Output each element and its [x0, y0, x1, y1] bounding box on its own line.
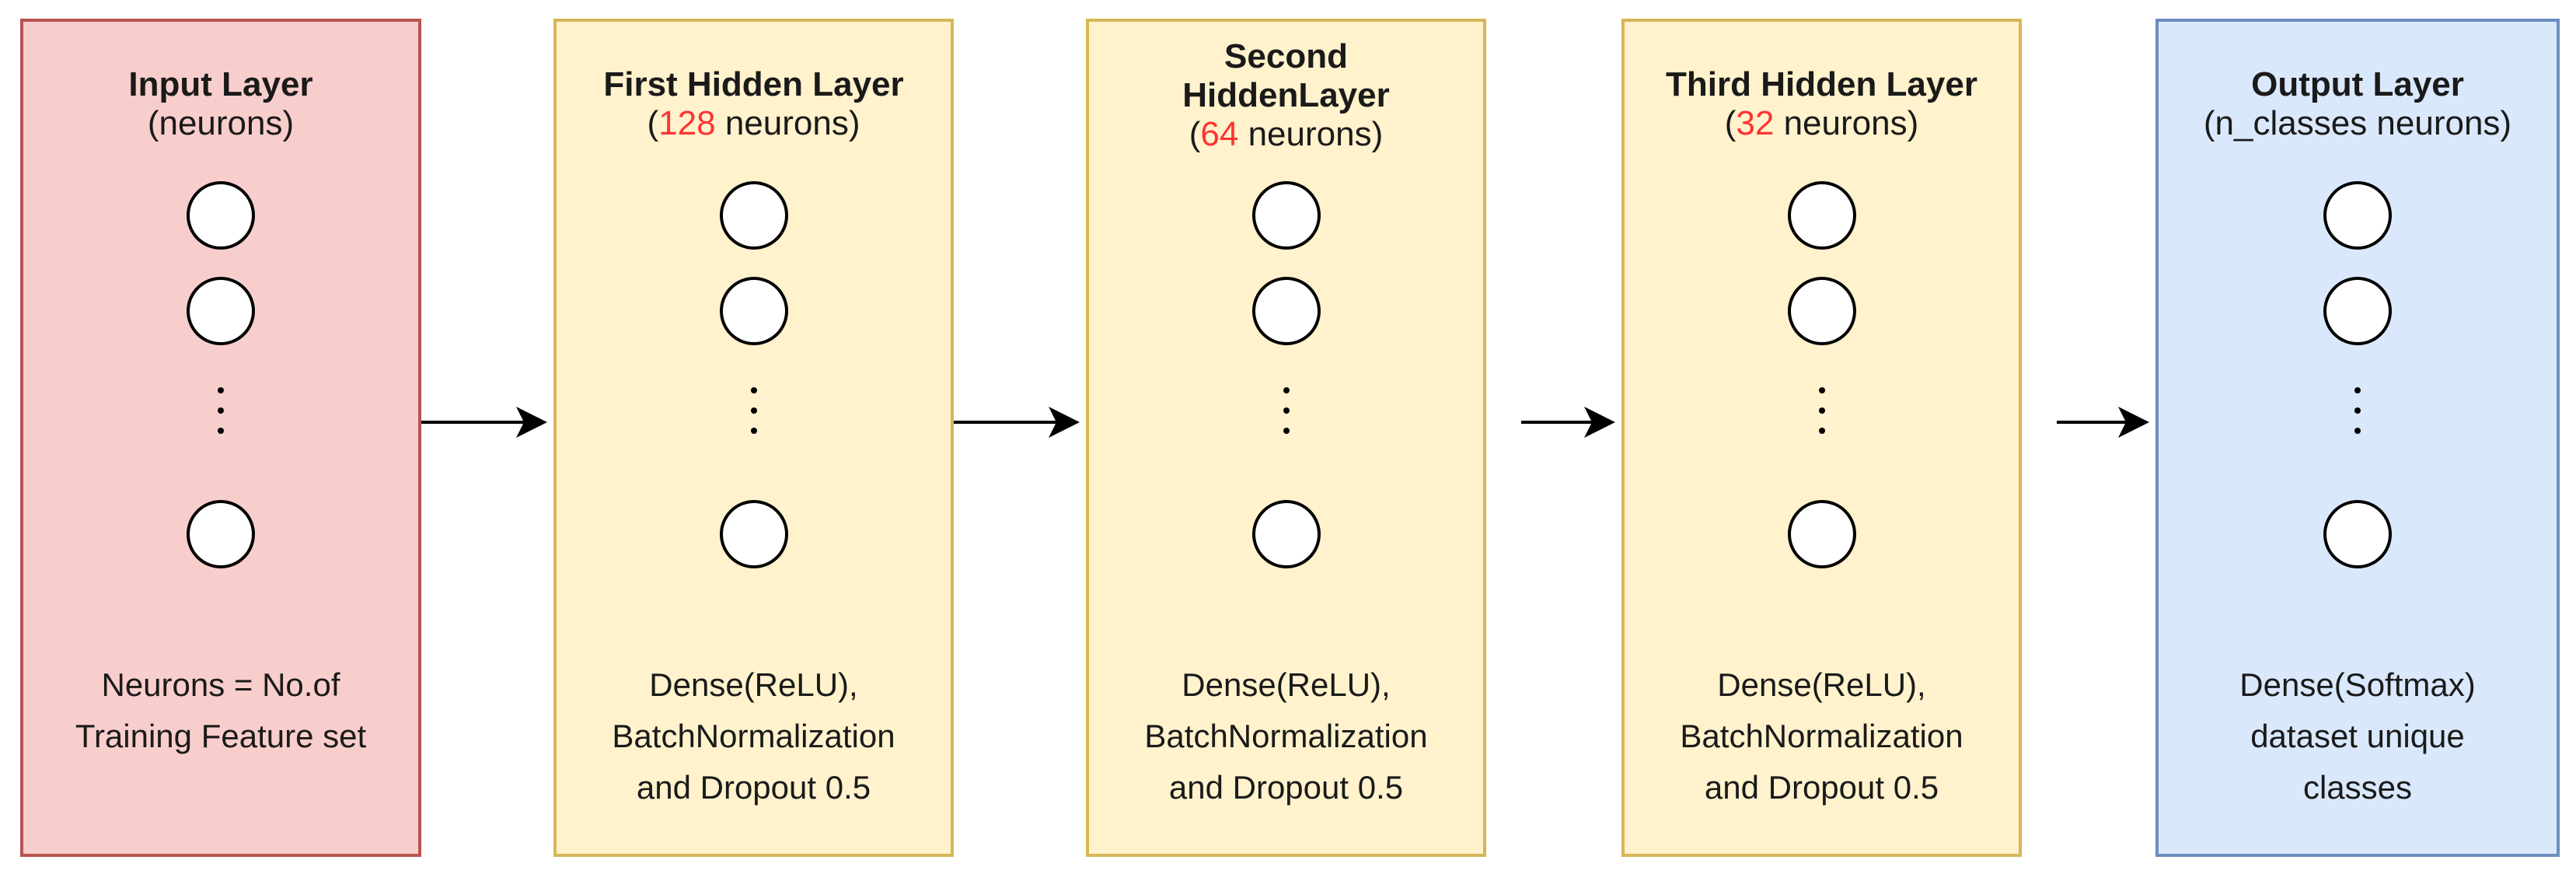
first-hidden-layer-heading: First Hidden Layer (128 neurons): [557, 65, 951, 143]
input-layer-neurons-text: neurons): [159, 104, 295, 142]
third-hidden-desc-line-2: BatchNormalization: [1680, 718, 1963, 754]
second-hidden-desc-line-2: BatchNormalization: [1144, 718, 1428, 754]
input-neuron-1: [187, 181, 255, 250]
output-layer-box: Output Layer (n_classes neurons) Dense(S…: [2155, 19, 2560, 857]
first-hidden-neurons-text: neurons): [715, 104, 860, 142]
input-layer-description: Neurons = No.of Training Feature set: [23, 659, 418, 762]
second-hidden-neuron-n: [1251, 500, 1321, 568]
third-hidden-layer-heading: Third Hidden Layer (32 neurons): [1625, 65, 2019, 143]
second-hidden-layer-title-line-1: Second: [1224, 37, 1348, 75]
output-neuron-1: [2323, 181, 2392, 250]
output-layer-neurons: (n_classes neurons): [2159, 104, 2557, 143]
input-layer-box: Input Layer (neurons) Neurons = No.of Tr…: [20, 19, 421, 857]
first-hidden-neuron-n: [719, 500, 788, 568]
second-hidden-layer-title-line-2: HiddenLayer: [1182, 76, 1390, 114]
output-neurons-open: (: [2203, 104, 2215, 142]
second-hidden-layer-heading: Second HiddenLayer (64 neurons): [1089, 37, 1483, 154]
first-hidden-ellipsis: [750, 387, 758, 448]
output-desc-line-3: classes: [2302, 769, 2413, 806]
output-ellipsis: [2354, 387, 2361, 448]
second-hidden-neuron-2: [1251, 277, 1321, 345]
output-neuron-n: [2323, 500, 2392, 568]
output-desc-line-2: dataset unique: [2250, 718, 2465, 754]
second-hidden-neurons-text: neurons): [1238, 115, 1384, 153]
third-hidden-neuron-2: [1787, 277, 1856, 345]
first-hidden-neuron-1: [719, 181, 788, 250]
third-hidden-neuron-1: [1787, 181, 1856, 250]
first-hidden-layer-neurons: (128 neurons): [557, 104, 951, 143]
third-hidden-neuron-n: [1787, 500, 1856, 568]
second-hidden-layer-description: Dense(ReLU), BatchNormalization and Drop…: [1089, 659, 1483, 813]
first-hidden-layer-box: First Hidden Layer (128 neurons) Dense(R…: [553, 19, 954, 857]
second-hidden-neuron-1: [1251, 181, 1321, 250]
third-hidden-neuron-count: 32: [1736, 104, 1775, 142]
output-desc-line-1: Dense(Softmax): [2239, 666, 2476, 703]
third-hidden-desc-line-3: and Dropout 0.5: [1704, 769, 1939, 806]
first-hidden-desc-line-1: Dense(ReLU),: [649, 666, 858, 703]
first-hidden-desc-line-2: BatchNormalization: [612, 718, 895, 754]
input-layer-neurons: (neurons): [23, 104, 418, 143]
second-hidden-layer-neurons: (64 neurons): [1089, 115, 1483, 154]
output-neuron-2: [2323, 277, 2392, 345]
third-hidden-layer-description: Dense(ReLU), BatchNormalization and Drop…: [1625, 659, 2019, 813]
output-layer-title: Output Layer: [2251, 65, 2464, 103]
first-hidden-layer-description: Dense(ReLU), BatchNormalization and Drop…: [557, 659, 951, 813]
second-hidden-neuron-count: 64: [1200, 115, 1239, 153]
input-neuron-2: [187, 277, 255, 345]
input-desc-line-2: Training Feature set: [75, 718, 367, 754]
first-hidden-layer-title: First Hidden Layer: [603, 65, 904, 103]
output-layer-description: Dense(Softmax) dataset unique classes: [2159, 659, 2557, 813]
first-hidden-neuron-2: [719, 277, 788, 345]
output-layer-heading: Output Layer (n_classes neurons): [2159, 65, 2557, 143]
third-hidden-layer-title: Third Hidden Layer: [1666, 65, 1977, 103]
second-hidden-desc-line-3: and Dropout 0.5: [1168, 769, 1404, 806]
first-hidden-desc-line-3: and Dropout 0.5: [636, 769, 871, 806]
third-hidden-neurons-text: neurons): [1774, 104, 1919, 142]
third-hidden-ellipsis: [1818, 387, 1826, 448]
input-layer-heading: Input Layer (neurons): [23, 65, 418, 143]
second-hidden-desc-line-1: Dense(ReLU),: [1182, 666, 1391, 703]
first-hidden-neurons-open: (: [647, 104, 659, 142]
second-hidden-layer-box: Second HiddenLayer (64 neurons) Dense(Re…: [1086, 19, 1486, 857]
third-hidden-neurons-open: (: [1724, 104, 1737, 142]
second-hidden-ellipsis: [1283, 387, 1290, 448]
input-layer-title: Input Layer: [128, 65, 313, 103]
third-hidden-layer-box: Third Hidden Layer (32 neurons) Dense(Re…: [1621, 19, 2022, 857]
input-desc-line-1: Neurons = No.of: [101, 666, 340, 703]
output-neurons-text: n_classes neurons): [2215, 104, 2512, 142]
input-ellipsis: [217, 387, 225, 448]
second-hidden-neurons-open: (: [1189, 115, 1201, 153]
first-hidden-neuron-count: 128: [658, 104, 716, 142]
input-neuron-n: [187, 500, 255, 568]
third-hidden-desc-line-1: Dense(ReLU),: [1717, 666, 1926, 703]
third-hidden-layer-neurons: (32 neurons): [1625, 104, 2019, 143]
input-layer-neurons-open: (: [147, 104, 159, 142]
